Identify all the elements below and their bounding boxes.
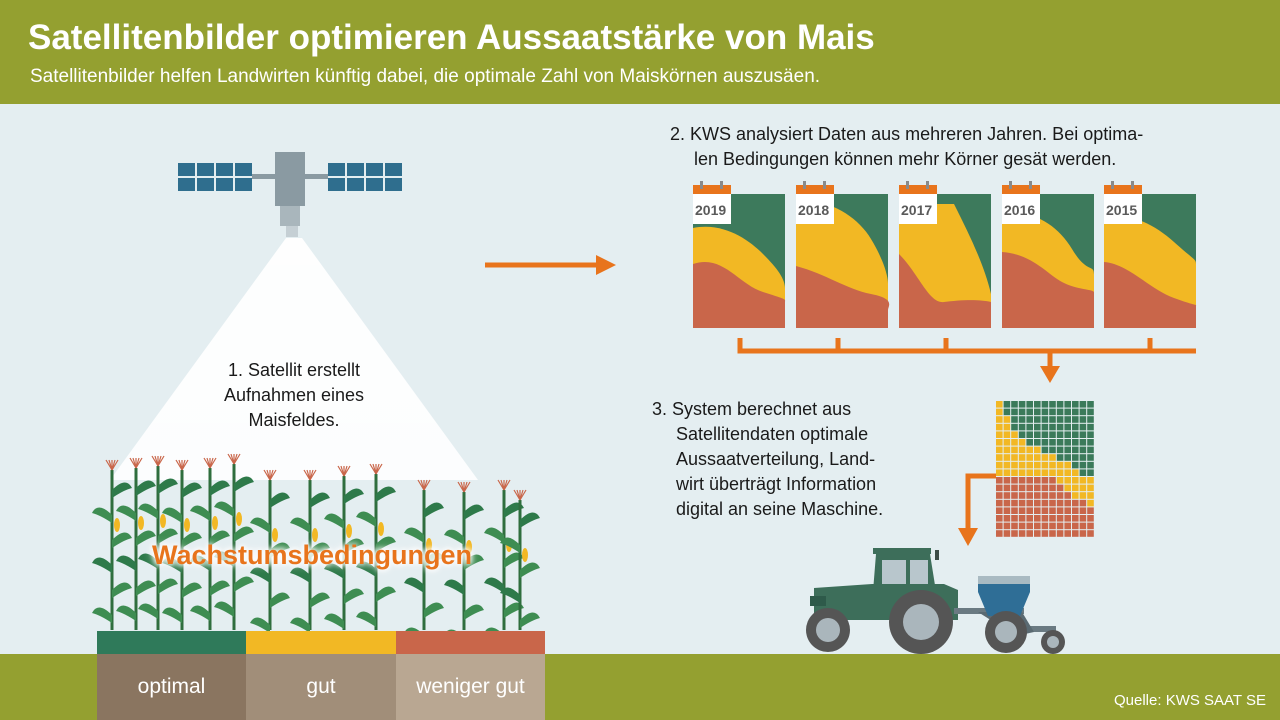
source-credit: Quelle: KWS SAAT SE <box>1114 692 1266 709</box>
year-label-2016: 2016 <box>1004 202 1036 218</box>
year-label-2017: 2017 <box>901 202 933 218</box>
step-2-text: 2. KWS analysiert Daten aus mehreren Jah… <box>670 124 1144 169</box>
step-3-text: 3. System berechnet aus Satellitendaten … <box>652 399 884 519</box>
header-banner <box>0 0 1280 104</box>
year-field-2018 <box>796 181 890 328</box>
legend-bar-gut <box>246 631 396 654</box>
legend-bar-optimal <box>97 631 246 654</box>
legend-label-weniger-gut: weniger gut <box>396 654 545 720</box>
bracket-connector <box>737 338 1196 368</box>
year-field-2019 <box>693 181 786 328</box>
year-field-2015 <box>1104 181 1197 328</box>
page-title: Satellitenbilder optimieren Aussaatstärk… <box>28 18 875 57</box>
arrow-down-icon <box>1040 366 1060 383</box>
page-subtitle: Satellitenbilder helfen Landwirten künft… <box>30 66 821 87</box>
tractor-icon <box>806 548 1065 654</box>
step-1-text: 1. Satellit erstellt Aufnahmen eines Mai… <box>223 360 365 430</box>
year-field-2016 <box>1002 181 1094 328</box>
year-field-2017 <box>899 181 991 328</box>
legend-label-optimal: optimal <box>97 654 246 720</box>
year-label-2015: 2015 <box>1106 202 1138 218</box>
year-label-2018: 2018 <box>798 202 830 218</box>
arrow-right-icon <box>485 255 616 275</box>
seeding-grid <box>996 401 1094 537</box>
satellite-beam <box>110 238 478 480</box>
year-label-2019: 2019 <box>695 202 727 218</box>
legend-bar-weniger-gut <box>396 631 545 654</box>
arrow-down-tractor-icon <box>958 473 996 546</box>
year-fields <box>693 181 1197 328</box>
satellite-icon <box>178 152 402 237</box>
corn-field <box>92 453 540 653</box>
legend-label-gut: gut <box>246 654 396 720</box>
growth-conditions-label: Wachstumsbedingungen <box>152 540 473 570</box>
